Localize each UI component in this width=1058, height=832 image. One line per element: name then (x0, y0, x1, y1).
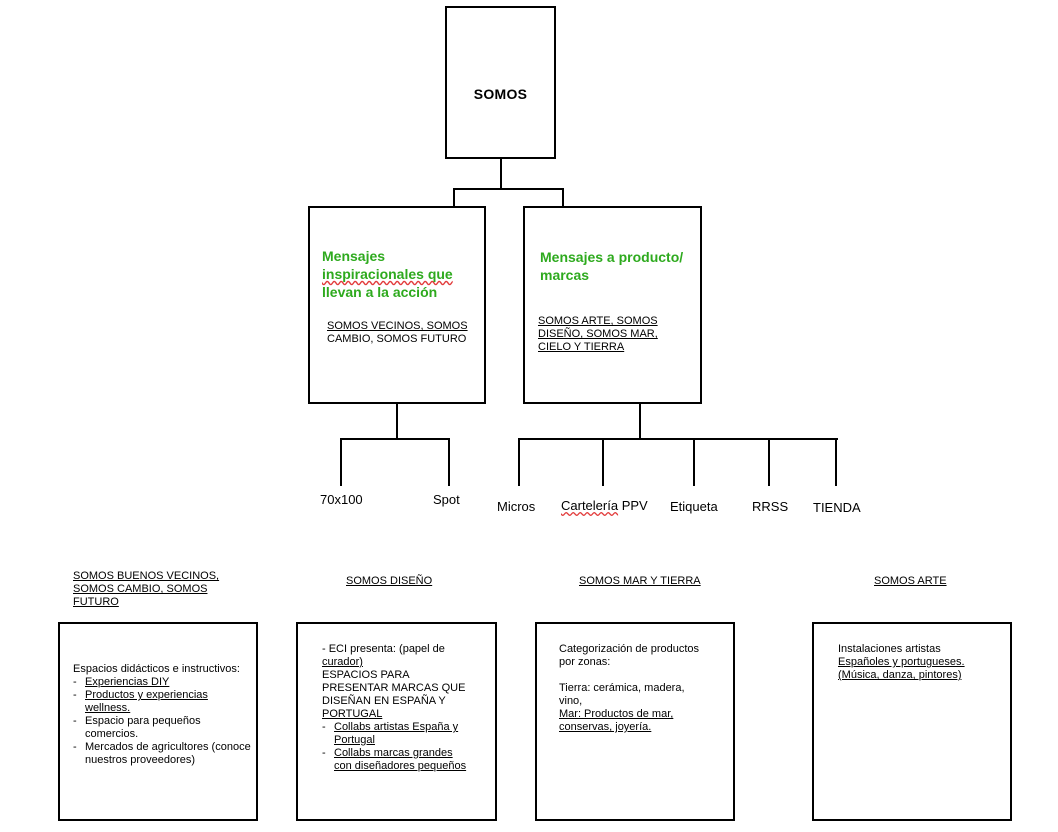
section-content-vecinos: Espacios didácticos e instructivos: Expe… (73, 663, 251, 767)
list-item: Espacio para pequeños comercios. (73, 715, 215, 741)
heading-line: Mensajes a producto/ (540, 249, 684, 265)
body-line (559, 669, 699, 682)
title-line: SOMOS BUENOS VECINOS, (73, 570, 220, 582)
body-line: por zonas: (559, 656, 611, 668)
child-label-ppv: PPV (621, 498, 648, 513)
heading-line: marcas (540, 267, 590, 283)
sub-line: DISEÑO, SOMOS MAR, (538, 328, 658, 340)
spellcheck-word: Cartelería (561, 498, 619, 513)
section-box-arte (812, 622, 1012, 821)
intro-line: DISEÑAN EN ESPAÑA Y (322, 695, 446, 707)
heading-line: inspiracionales que (322, 265, 453, 283)
section-box-mar-tierra (535, 622, 735, 821)
root-title: SOMOS (473, 86, 528, 102)
branch-heading-inspirational: Mensajes inspiracionales que llevan a la… (322, 247, 453, 301)
intro-line: ESPACIOS PARA (322, 669, 410, 681)
child-label-etiqueta: Etiqueta (670, 499, 718, 514)
section-title-mar-tierra: SOMOS MAR Y TIERRA (579, 575, 701, 587)
branch-sub-product: SOMOS ARTE, SOMOS DISEÑO, SOMOS MAR, CIE… (538, 315, 658, 354)
section-content-diseno: - ECI presenta: (papel de curador) ESPAC… (322, 643, 492, 773)
body-line: Instalaciones artistas (838, 643, 941, 655)
intro-line: - ECI presenta: (papel de (322, 643, 445, 655)
heading-line: llevan a la acción (322, 284, 438, 300)
branch-sub-inspirational: SOMOS VECINOS, SOMOS CAMBIO, SOMOS FUTUR… (327, 320, 468, 346)
root-box (445, 6, 556, 159)
title-line: SOMOS CAMBIO, SOMOS (73, 583, 208, 595)
branch-box-inspirational (308, 206, 486, 404)
spellcheck-word: inspiracionales que (322, 266, 453, 282)
body-line: Mar: Productos de mar, (559, 708, 674, 720)
section-list: Collabs artistas España y Portugal Colla… (322, 721, 492, 773)
intro-line: PORTUGAL (322, 708, 383, 720)
sub-line: CIELO Y TIERRA (538, 341, 625, 353)
intro-line: PRESENTAR MARCAS QUE (322, 682, 466, 694)
list-item: Collabs marcas grandes con diseñadores p… (322, 747, 469, 773)
child-label-carteleria: Cartelería PPV (561, 498, 648, 513)
branch-box-product (523, 206, 702, 404)
section-title-arte: SOMOS ARTE (874, 575, 947, 587)
section-intro: Espacios didácticos e instructivos: (73, 663, 240, 675)
body-line: conservas, joyería. (559, 721, 652, 733)
child-label-micros: Micros (497, 499, 536, 514)
body-line: Categorización de productos (559, 643, 700, 655)
child-label-70x100: 70x100 (320, 492, 363, 507)
sub-line: SOMOS VECINOS, SOMOS (327, 320, 468, 332)
sub-line: SOMOS ARTE, SOMOS (538, 315, 658, 327)
title-line: FUTURO (73, 596, 119, 608)
child-label-tienda: TIENDA (813, 500, 861, 515)
section-title-vecinos: SOMOS BUENOS VECINOS, SOMOS CAMBIO, SOMO… (73, 570, 219, 609)
child-label-rrss: RRSS (752, 499, 789, 514)
branch-heading-product: Mensajes a producto/ marcas (540, 248, 683, 284)
body-line: (Música, danza, pintores) (838, 669, 962, 681)
child-label-spot: Spot (433, 492, 460, 507)
body-line: vino, (559, 695, 583, 707)
heading-line: Mensajes (322, 248, 386, 264)
body-line: Españoles y portugueses. (838, 656, 965, 668)
list-item: Mercados de agricultores (conoce nuestro… (73, 741, 251, 767)
list-item: Productos y experiencias wellness. (73, 689, 215, 715)
list-item: Experiencias DIY (73, 676, 251, 689)
intro-line: curador) (322, 656, 363, 668)
section-content-arte: Instalaciones artistas Españoles y portu… (838, 643, 965, 682)
section-content-mar-tierra: Categorización de productos por zonas: T… (559, 643, 699, 734)
section-list: Experiencias DIY Productos y experiencia… (73, 676, 251, 767)
sub-line: CAMBIO, SOMOS FUTURO (327, 333, 467, 345)
list-item: Collabs artistas España y Portugal (322, 721, 464, 747)
body-line: Tierra: cerámica, madera, (559, 682, 685, 694)
section-title-diseno: SOMOS DISEÑO (346, 575, 433, 587)
